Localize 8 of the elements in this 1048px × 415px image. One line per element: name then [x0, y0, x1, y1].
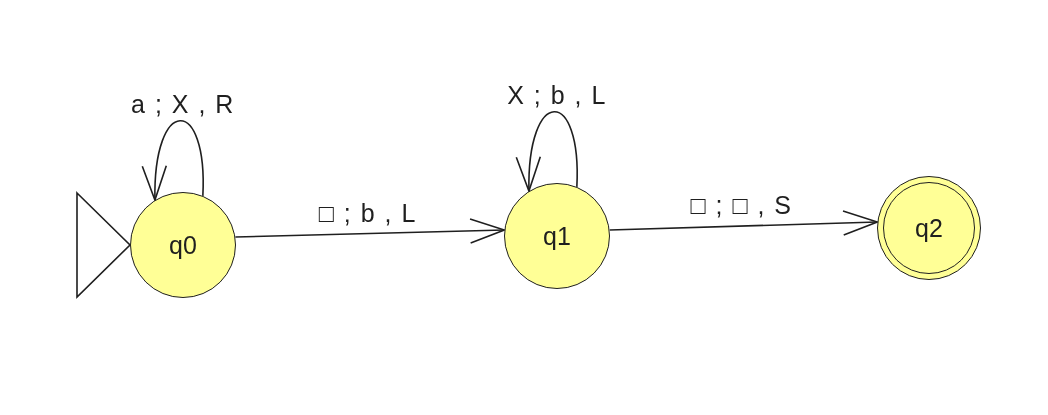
- state-label: q0: [169, 232, 197, 258]
- start-state-marker: [76, 191, 132, 299]
- state-label: q1: [543, 223, 571, 249]
- self-loop-arrow: [143, 119, 204, 201]
- transition-arrow: [608, 210, 879, 236]
- self-loop-arrow: [517, 110, 578, 192]
- transition-arrow: [234, 218, 506, 244]
- state-label: q2: [915, 215, 943, 241]
